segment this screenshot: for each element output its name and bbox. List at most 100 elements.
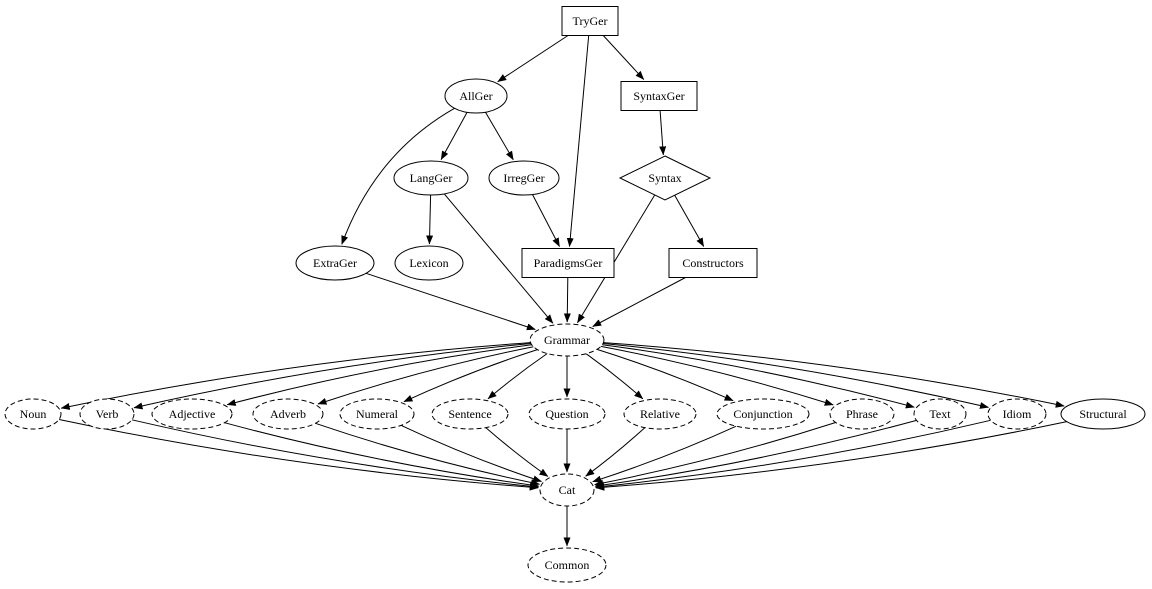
node-label-Conjunction: Conjunction xyxy=(733,407,792,421)
edge-Grammar-Sentence xyxy=(487,353,548,400)
node-Lexicon: Lexicon xyxy=(394,245,464,281)
edge-AllGer-LangGer xyxy=(440,112,468,161)
node-SyntaxGer: SyntaxGer xyxy=(620,81,698,111)
node-shape-Numeral xyxy=(339,398,415,430)
edge-Phrase-Cat xyxy=(594,422,836,487)
node-label-Grammar: Grammar xyxy=(544,333,590,347)
node-shape-Sentence xyxy=(431,398,509,430)
edge-Adjective-Cat xyxy=(224,422,540,489)
node-shape-TryGer xyxy=(561,6,619,36)
node-Grammar: Grammar xyxy=(529,323,605,357)
node-label-Lexicon: Lexicon xyxy=(409,256,448,270)
node-shape-Noun xyxy=(4,398,62,430)
edge-Grammar-Idiom xyxy=(603,343,989,409)
edge-TryGer-AllGer xyxy=(497,35,569,83)
node-shape-ParadigmsGer xyxy=(521,248,615,278)
edge-Grammar-Relative xyxy=(585,353,644,400)
node-label-Common: Common xyxy=(545,558,590,572)
edge-Relative-Cat xyxy=(585,427,646,477)
node-Adjective: Adjective xyxy=(151,398,233,430)
node-Idiom: Idiom xyxy=(987,398,1047,430)
edge-Grammar-Conjunction xyxy=(596,348,734,402)
node-Phrase: Phrase xyxy=(829,398,895,430)
edge-Conjunction-Cat xyxy=(592,425,737,483)
node-shape-AllGer xyxy=(444,78,508,114)
edge-Grammar-Numeral xyxy=(403,349,538,403)
edge-AllGer-IrregGer xyxy=(485,111,514,161)
edge-ParadigmsGer-Grammar xyxy=(563,277,571,323)
node-label-Text: Text xyxy=(929,407,951,421)
edge-IrregGer-ParadigmsGer xyxy=(532,194,560,247)
node-Noun: Noun xyxy=(4,398,62,430)
node-label-AllGer: AllGer xyxy=(459,89,492,103)
node-Text: Text xyxy=(913,398,967,430)
node-shape-Verb xyxy=(79,398,135,430)
node-label-Idiom: Idiom xyxy=(1003,407,1032,421)
node-label-Verb: Verb xyxy=(96,407,119,421)
node-Question: Question xyxy=(528,398,606,430)
node-label-LangGer: LangGer xyxy=(410,171,453,185)
node-shape-Phrase xyxy=(829,398,895,430)
edge-Structural-Cat xyxy=(595,421,1067,491)
node-AllGer: AllGer xyxy=(444,78,508,114)
node-shape-Question xyxy=(528,398,606,430)
node-shape-Cat xyxy=(539,473,595,507)
node-shape-Lexicon xyxy=(394,245,464,281)
node-label-Adverb: Adverb xyxy=(270,407,306,421)
node-label-Relative: Relative xyxy=(640,407,680,421)
edge-Grammar-Text xyxy=(602,344,915,409)
node-shape-Text xyxy=(913,398,967,430)
node-Structural: Structural xyxy=(1060,398,1146,430)
node-Relative: Relative xyxy=(623,398,697,430)
edge-Grammar-Phrase xyxy=(600,345,834,406)
edge-LangGer-Grammar xyxy=(443,193,554,324)
node-Constructors: Constructors xyxy=(668,248,758,278)
node-label-Adjective: Adjective xyxy=(169,407,216,421)
node-label-Cat: Cat xyxy=(559,483,576,497)
edge-Noun-Cat xyxy=(58,419,539,491)
node-shape-Syntax xyxy=(618,155,712,201)
node-label-Syntax: Syntax xyxy=(648,171,681,185)
node-Syntax: Syntax xyxy=(618,155,712,201)
node-ExtraGer: ExtraGer xyxy=(295,245,375,281)
edge-TryGer-SyntaxGer xyxy=(602,35,645,80)
edge-LangGer-Lexicon xyxy=(426,194,434,245)
node-shape-Conjunction xyxy=(716,398,810,430)
node-label-Noun: Noun xyxy=(20,407,47,421)
node-label-SyntaxGer: SyntaxGer xyxy=(633,89,684,103)
node-shape-Adverb xyxy=(252,398,324,430)
node-shape-Common xyxy=(527,547,607,583)
node-Verb: Verb xyxy=(79,398,135,430)
node-Common: Common xyxy=(527,547,607,583)
node-shape-SyntaxGer xyxy=(620,81,698,111)
node-label-Phrase: Phrase xyxy=(846,407,878,421)
edge-Grammar-Noun xyxy=(60,342,531,410)
node-label-ParadigmsGer: ParadigmsGer xyxy=(534,256,603,270)
edge-SyntaxGer-Syntax xyxy=(659,110,667,156)
edge-AllGer-ExtraGer xyxy=(341,107,455,245)
edge-Syntax-Grammar xyxy=(577,194,656,324)
node-Numeral: Numeral xyxy=(339,398,415,430)
node-shape-IrregGer xyxy=(488,160,560,196)
node-shape-Grammar xyxy=(529,323,605,357)
edge-Grammar-Adjective xyxy=(226,344,532,406)
node-label-Numeral: Numeral xyxy=(356,407,399,421)
node-shape-ExtraGer xyxy=(295,245,375,281)
node-label-Constructors: Constructors xyxy=(682,256,744,270)
edge-Text-Cat xyxy=(594,419,917,489)
node-label-IrregGer: IrregGer xyxy=(503,171,544,185)
node-Conjunction: Conjunction xyxy=(716,398,810,430)
edge-Grammar-Verb xyxy=(133,343,531,410)
node-IrregGer: IrregGer xyxy=(488,160,560,196)
node-shape-Constructors xyxy=(668,248,758,278)
node-shape-Relative xyxy=(623,398,697,430)
edge-Grammar-Adverb xyxy=(317,346,534,405)
node-shape-LangGer xyxy=(393,160,469,196)
edge-Syntax-Constructors xyxy=(674,194,705,247)
node-TryGer: TryGer xyxy=(561,6,619,36)
edge-Constructors-Grammar xyxy=(592,277,686,327)
node-Cat: Cat xyxy=(539,473,595,507)
